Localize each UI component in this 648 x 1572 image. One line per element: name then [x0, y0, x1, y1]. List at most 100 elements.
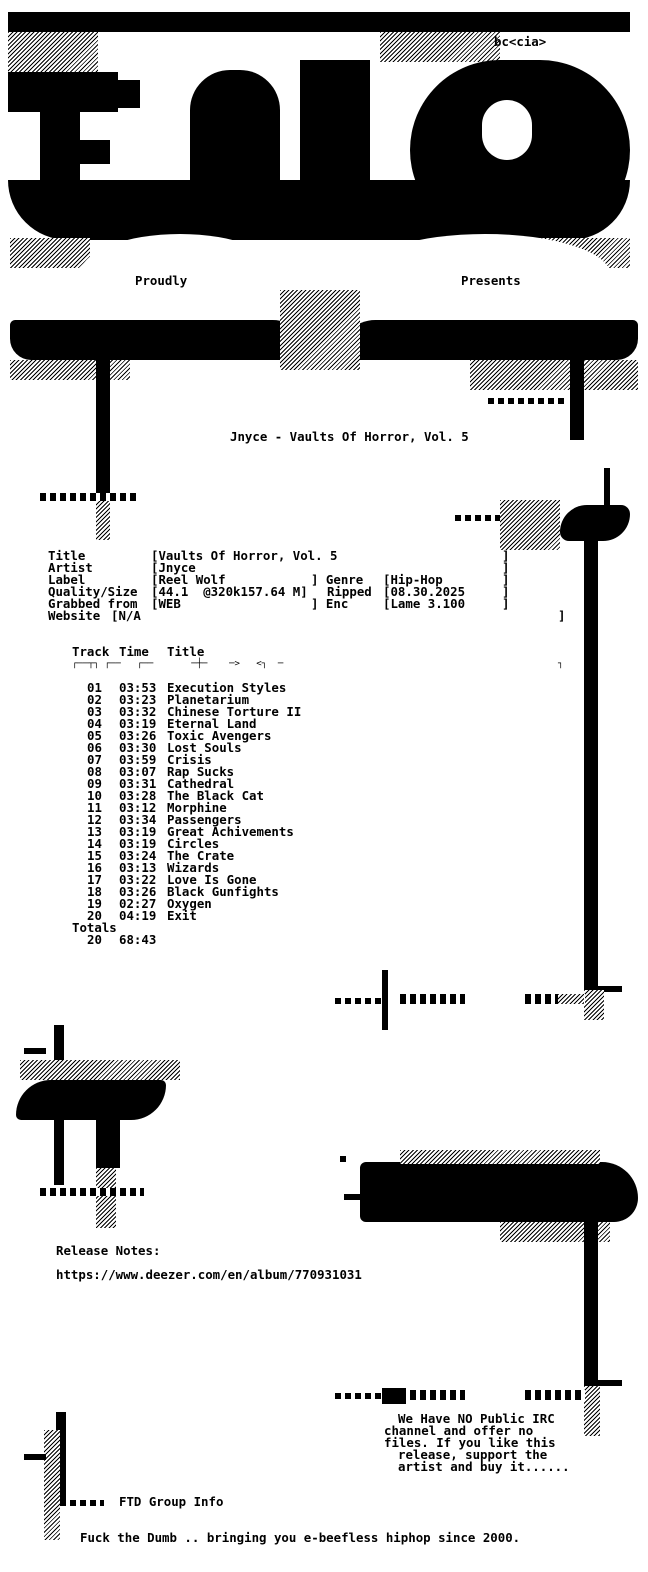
track-time: 02:27: [119, 896, 157, 911]
track-number: 17: [87, 872, 102, 887]
release-notes-label: Release Notes:: [56, 1243, 161, 1258]
track-row: 04 03:19 Eternal Land: [0, 716, 648, 731]
table-rule-end: ┐: [558, 659, 564, 669]
totals-label: Totals: [72, 920, 117, 935]
track-title: The Crate: [167, 848, 235, 863]
track-number: 16: [87, 860, 102, 875]
track-time: 03:34: [119, 812, 157, 827]
group-info-heading: FTD Group Info: [119, 1494, 224, 1509]
info-value: [Lame 3.100: [383, 596, 466, 611]
track-title: Great Achivements: [167, 824, 294, 839]
notice-line: We Have NO Public IRC: [398, 1411, 555, 1426]
track-number: 07: [87, 752, 102, 767]
track-number: 06: [87, 740, 102, 755]
proudly-text: Proudly: [135, 273, 188, 288]
track-title: Love Is Gone: [167, 872, 257, 887]
track-number: 15: [87, 848, 102, 863]
track-number: 04: [87, 716, 102, 731]
track-time: 03:31: [119, 776, 157, 791]
track-title: Cathedral: [167, 776, 235, 791]
track-title: Toxic Avengers: [167, 728, 272, 743]
bracket: ]: [502, 584, 510, 599]
track-number: 12: [87, 812, 102, 827]
track-time: 03:23: [119, 692, 157, 707]
info-value: [Reel Wolf: [151, 572, 226, 587]
track-title: Morphine: [167, 800, 227, 815]
track-time: 03:19: [119, 836, 157, 851]
track-title: Circles: [167, 836, 220, 851]
track-number: 09: [87, 776, 102, 791]
track-title: Exit: [167, 908, 197, 923]
presents-text: Presents: [461, 273, 521, 288]
info-value: [WEB: [151, 596, 181, 611]
info-value: [08.30.2025: [383, 584, 466, 599]
track-row: 15 03:24 The Crate: [0, 848, 648, 863]
track-number: 13: [87, 824, 102, 839]
track-row: 11 03:12 Morphine: [0, 800, 648, 815]
info-label: Quality/Size: [48, 584, 138, 599]
totals-count: 20: [87, 932, 102, 947]
notice-line: files. If you like this: [384, 1435, 556, 1450]
notice-line: channel and offer no: [384, 1423, 534, 1438]
track-time: 03:19: [119, 716, 157, 731]
info-label: Grabbed from: [48, 596, 138, 611]
info-label: Label: [48, 572, 86, 587]
track-number: 08: [87, 764, 102, 779]
track-time: 03:26: [119, 884, 157, 899]
track-number: 19: [87, 896, 102, 911]
info-value: [Vaults Of Horror, Vol. 5: [151, 548, 338, 563]
track-title: Lost Souls: [167, 740, 242, 755]
track-row: 09 03:31 Cathedral: [0, 776, 648, 791]
col-track: Track: [72, 644, 110, 659]
bracket: ]: [502, 560, 510, 575]
info-label: Title: [48, 548, 86, 563]
track-title: Eternal Land: [167, 716, 257, 731]
track-time: 03:30: [119, 740, 157, 755]
notice-line: artist and buy it......: [398, 1459, 570, 1474]
track-time: 03:24: [119, 848, 157, 863]
release-title: Jnyce - Vaults Of Horror, Vol. 5: [230, 429, 469, 444]
info-label: Artist: [48, 560, 93, 575]
release-notes-url[interactable]: https://www.deezer.com/en/album/77093103…: [56, 1267, 362, 1282]
track-row: 08 03:07 Rap Sucks: [0, 764, 648, 779]
track-number: 20: [87, 908, 102, 923]
track-number: 11: [87, 800, 102, 815]
info-value: [Jnyce: [151, 560, 196, 575]
track-time: 03:07: [119, 764, 157, 779]
signature: bc<cia>: [494, 34, 547, 49]
info-label: ] Enc: [311, 596, 349, 611]
track-time: 03:53: [119, 680, 157, 695]
track-time: 03:12: [119, 800, 157, 815]
footer-tagline: Fuck the Dumb .. bringing you e-beefless…: [80, 1530, 521, 1545]
info-value: [44.1 @320k157.64 M]: [151, 584, 308, 599]
info-label: Ripped: [327, 584, 372, 599]
col-time: Time: [119, 644, 149, 659]
track-time: 03:32: [119, 704, 157, 719]
track-title: Execution Styles: [167, 680, 287, 695]
bracket: ]: [502, 572, 510, 587]
track-title: Rap Sucks: [167, 764, 235, 779]
bracket: ]: [502, 548, 510, 563]
track-number: 10: [87, 788, 102, 803]
notice-line: release, support the: [398, 1447, 548, 1462]
track-title: Chinese Torture II: [167, 704, 302, 719]
track-time: 03:28: [119, 788, 157, 803]
info-label: Website: [48, 608, 101, 623]
track-number: 18: [87, 884, 102, 899]
track-title: Wizards: [167, 860, 220, 875]
bracket: ]: [558, 608, 566, 623]
